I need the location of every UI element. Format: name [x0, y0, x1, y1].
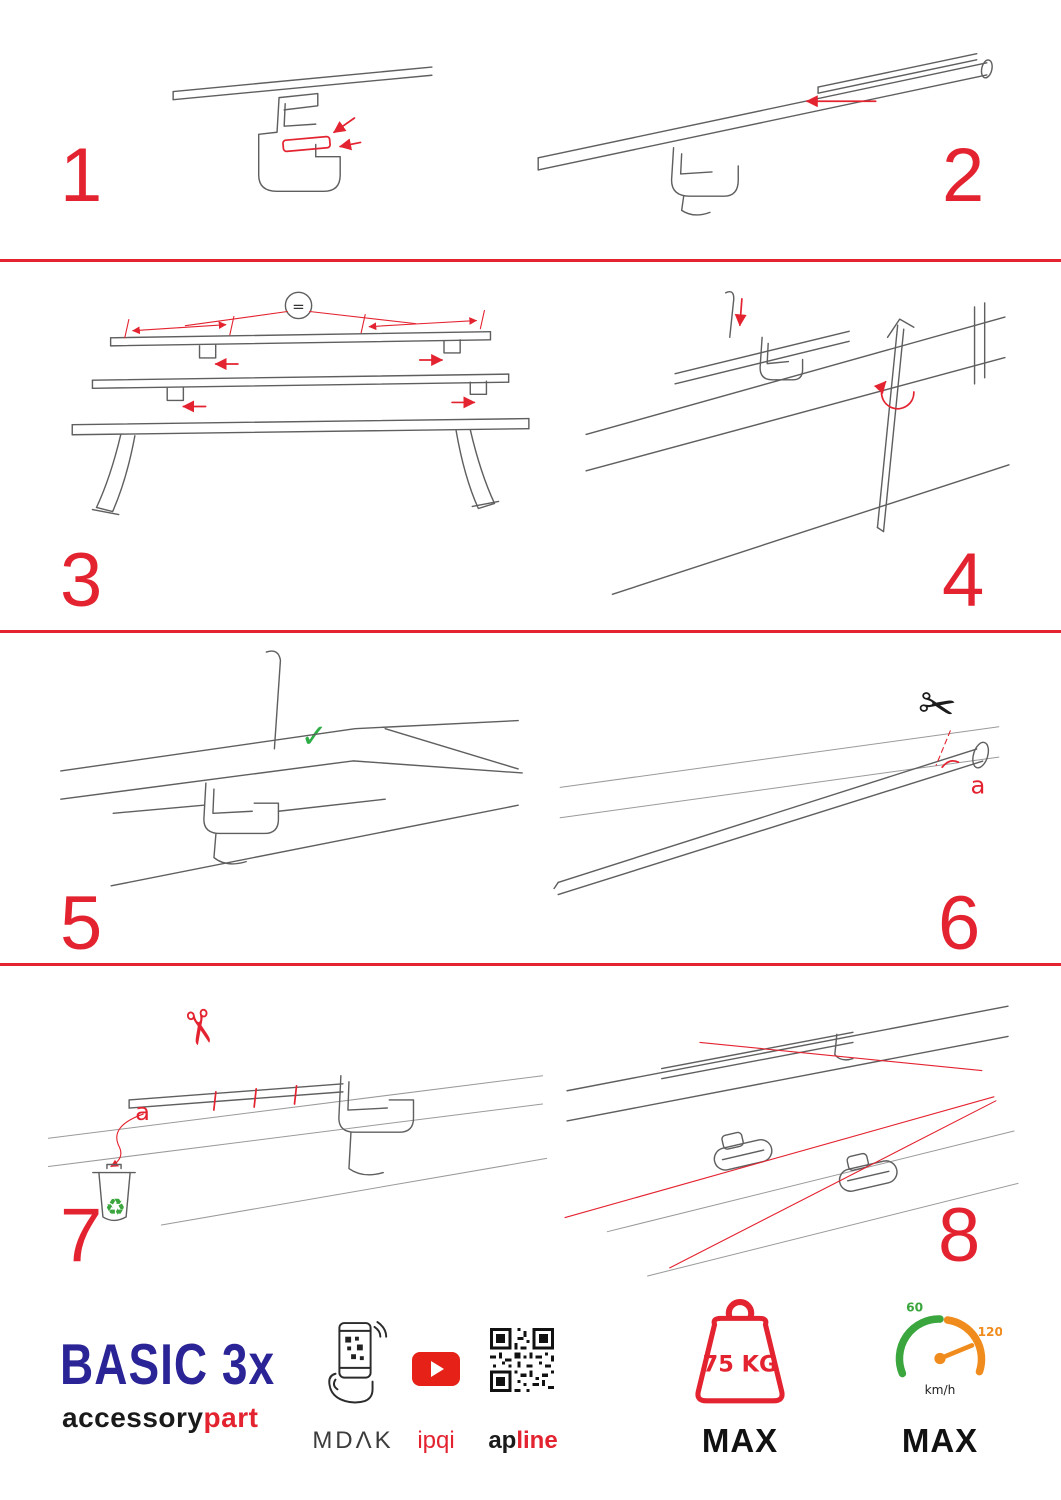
- step-4-illustration: [578, 272, 1013, 607]
- apline-red: line: [516, 1427, 558, 1454]
- equal-sign: =: [292, 298, 305, 316]
- apline-black: ap: [488, 1427, 517, 1454]
- speed-low-label: 60: [906, 1301, 923, 1315]
- step-5-number: 5: [60, 881, 103, 966]
- step-4-number: 4: [942, 538, 985, 623]
- section-divider-2: [0, 630, 1061, 633]
- ipqi-label: ipqi: [417, 1427, 455, 1454]
- youtube-icon: [412, 1352, 460, 1386]
- section-divider-3: [0, 963, 1061, 966]
- step-3-illustration: =: [48, 282, 543, 537]
- step-7-illustration: ✂ a ♻: [42, 985, 547, 1227]
- speed-unit-label: km/h: [925, 1383, 956, 1397]
- step-2-illustration: [520, 25, 1005, 230]
- scissors-icon: ✂: [914, 678, 961, 736]
- step-6-number: 6: [938, 881, 981, 966]
- brand-red: part: [203, 1402, 259, 1433]
- step-8-number: 8: [938, 1193, 981, 1278]
- mdak-label: MDΛK: [312, 1427, 394, 1454]
- recycle-icon: ♻: [105, 1194, 126, 1221]
- apline-label: apline: [484, 1427, 562, 1455]
- step-8-illustration: [548, 978, 1023, 1280]
- weight-value: 75 KG: [703, 1351, 778, 1377]
- weight-icon: 75 KG: [684, 1298, 796, 1412]
- scissors-icon: ✂: [169, 1003, 230, 1052]
- step-6-illustration: ✂ a: [542, 668, 1017, 921]
- brand-line: accessorypart: [62, 1402, 258, 1434]
- step-5-illustration: ✓: [52, 640, 527, 912]
- step-7-number: 7: [60, 1193, 103, 1278]
- step-1-illustration: [165, 50, 440, 240]
- phone-qr-icon: [316, 1318, 394, 1410]
- weight-max-label: MAX: [701, 1422, 779, 1459]
- speedometer-icon: 60 120 km/h: [878, 1298, 1002, 1404]
- product-name: BASIC 3x: [60, 1331, 276, 1397]
- step-1-number: 1: [60, 133, 103, 218]
- brand-black: accessory: [62, 1402, 204, 1433]
- speed-high-label: 120: [978, 1325, 1002, 1339]
- step-3-number: 3: [60, 538, 103, 623]
- section-divider-1: [0, 259, 1061, 262]
- label-a: a: [971, 770, 986, 799]
- speed-max-label: MAX: [901, 1422, 979, 1459]
- qr-code: [490, 1328, 554, 1392]
- label-a: a: [135, 1098, 150, 1126]
- step-2-number: 2: [942, 133, 985, 218]
